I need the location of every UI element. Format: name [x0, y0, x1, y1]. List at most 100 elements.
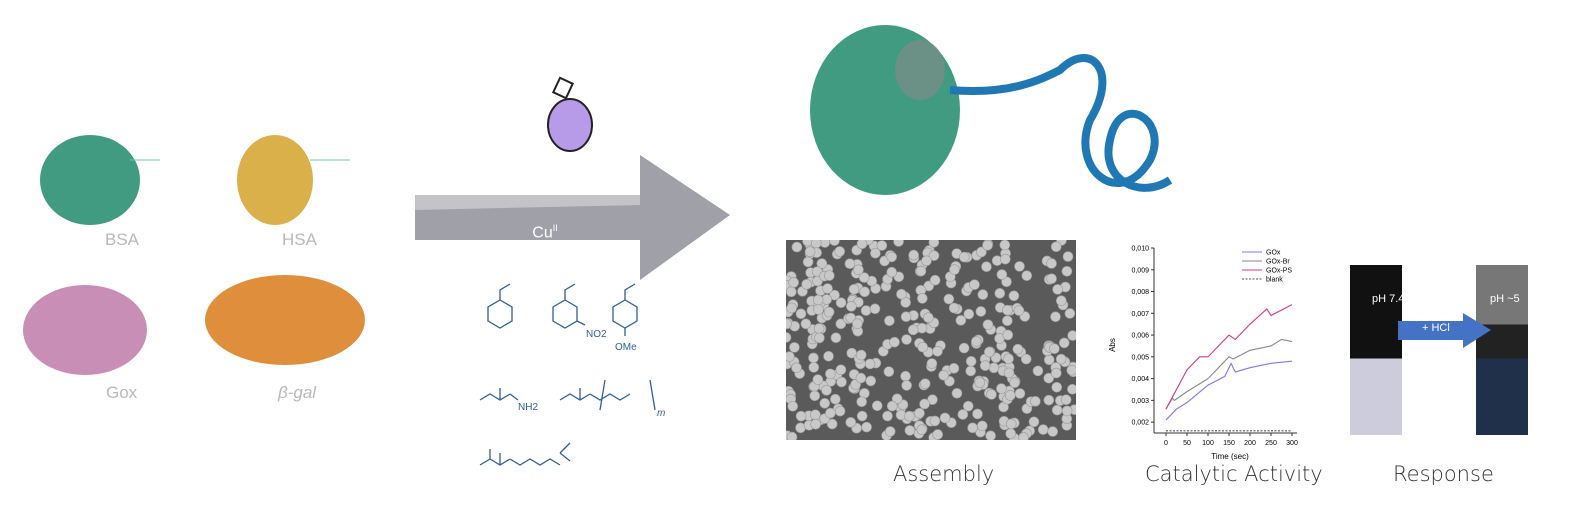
sem-particle	[1055, 353, 1067, 365]
sem-particle	[962, 400, 974, 412]
sem-particle	[870, 247, 881, 259]
sem-particle	[813, 304, 824, 315]
sem-particle	[979, 360, 991, 371]
sem-particle	[969, 279, 980, 290]
sem-particle	[1005, 418, 1017, 430]
legend-label: GOx-PS	[1266, 268, 1292, 275]
sem-particle	[1050, 311, 1061, 323]
sem-particle	[786, 332, 792, 343]
y-tick-label: 0,004	[1131, 376, 1149, 383]
sem-particle	[1050, 241, 1062, 253]
legend-label: GOx	[1266, 250, 1281, 257]
sem-particle	[795, 308, 807, 320]
sem-particle	[830, 332, 842, 344]
sem-particle	[884, 315, 895, 327]
sem-particle	[810, 418, 821, 430]
sem-particle	[819, 398, 831, 409]
y-tick-label: 0,005	[1131, 354, 1149, 361]
sem-particle	[808, 362, 820, 373]
sem-particle	[984, 346, 995, 358]
sem-particle	[1047, 426, 1059, 437]
sem-particle	[882, 410, 893, 422]
sem-particle	[988, 362, 1000, 374]
sem-particle	[919, 378, 931, 389]
sem-particle	[816, 258, 828, 269]
sem-particle	[965, 365, 977, 377]
sem-particle	[907, 324, 919, 336]
y-tick-label: 0,003	[1131, 398, 1149, 405]
sem-particle	[904, 410, 915, 422]
sem-particle	[1028, 416, 1040, 428]
caption-response: Response	[1393, 462, 1494, 486]
sem-particle	[844, 258, 856, 270]
sem-particle	[1051, 404, 1063, 416]
sem-particle	[804, 246, 816, 258]
sem-particle	[814, 332, 825, 344]
y-axis-label: Abs	[1108, 338, 1117, 352]
sem-particle	[1067, 383, 1076, 395]
sem-particle	[928, 240, 940, 248]
sem-particle	[1014, 261, 1025, 272]
sem-particle	[915, 265, 927, 277]
sem-particle	[871, 400, 883, 412]
sem-particle	[1030, 396, 1041, 407]
sem-particle	[976, 420, 988, 432]
sem-particle	[1043, 372, 1055, 384]
sem-particle	[869, 303, 881, 315]
protein-label-bsa: BSA	[105, 230, 140, 249]
sem-particle	[830, 393, 841, 405]
sem-particle	[901, 334, 912, 345]
sem-particle	[856, 240, 868, 250]
series-line-gox-br	[1165, 338, 1293, 410]
sem-particle	[848, 283, 860, 295]
sem-particle	[835, 297, 847, 309]
sem-particle	[1067, 330, 1076, 341]
sem-particle	[908, 249, 919, 261]
sem-particle	[859, 286, 870, 298]
y-tick-label: 0,007	[1131, 311, 1149, 318]
sem-particle	[965, 355, 977, 367]
sem-particle	[791, 362, 802, 374]
protein-structures	[23, 135, 365, 375]
sem-particle	[1009, 377, 1021, 388]
sem-particle	[813, 323, 825, 334]
sem-particle	[999, 240, 1011, 251]
sem-particle	[808, 352, 819, 364]
sem-particle	[975, 306, 987, 317]
sem-particle	[982, 319, 994, 330]
sem-particle	[824, 270, 835, 281]
sem-particle	[957, 409, 969, 420]
sem-particle	[1008, 290, 1020, 302]
cuvette-ph74	[1350, 265, 1402, 435]
sem-particle	[821, 385, 832, 396]
sem-particle	[1058, 337, 1070, 349]
sem-particle	[855, 349, 867, 361]
sem-particle	[856, 396, 867, 408]
nitro-label: NO2	[586, 329, 607, 340]
sem-particle	[889, 336, 900, 348]
y-tick-label: 0,008	[1131, 289, 1149, 296]
sem-particle	[917, 293, 928, 304]
x-tick-label: 200	[1244, 440, 1256, 447]
sem-particle	[855, 372, 867, 384]
sem-particle	[1043, 394, 1055, 406]
sem-particle	[823, 350, 834, 362]
sem-particle	[1032, 365, 1044, 377]
sem-particle	[1062, 251, 1074, 262]
sem-particle	[835, 364, 847, 376]
sem-particle	[900, 297, 911, 308]
ome-label: OMe	[615, 342, 637, 353]
sem-particle	[996, 383, 1007, 394]
cuvette-ph5	[1476, 265, 1528, 435]
sem-particle	[955, 315, 967, 326]
sem-particle	[853, 264, 864, 276]
sem-particle	[1060, 394, 1072, 406]
catalyst-label: CuII Me6TREN	[509, 223, 581, 262]
sem-particle	[985, 430, 996, 440]
caption-assembly: Assembly	[893, 462, 995, 486]
x-tick-label: 150	[1223, 440, 1235, 447]
y-tick-label: 0,006	[1131, 333, 1149, 340]
x-tick-label: 300	[1286, 440, 1298, 447]
sem-particle	[994, 288, 1006, 299]
sem-particle	[914, 407, 925, 419]
